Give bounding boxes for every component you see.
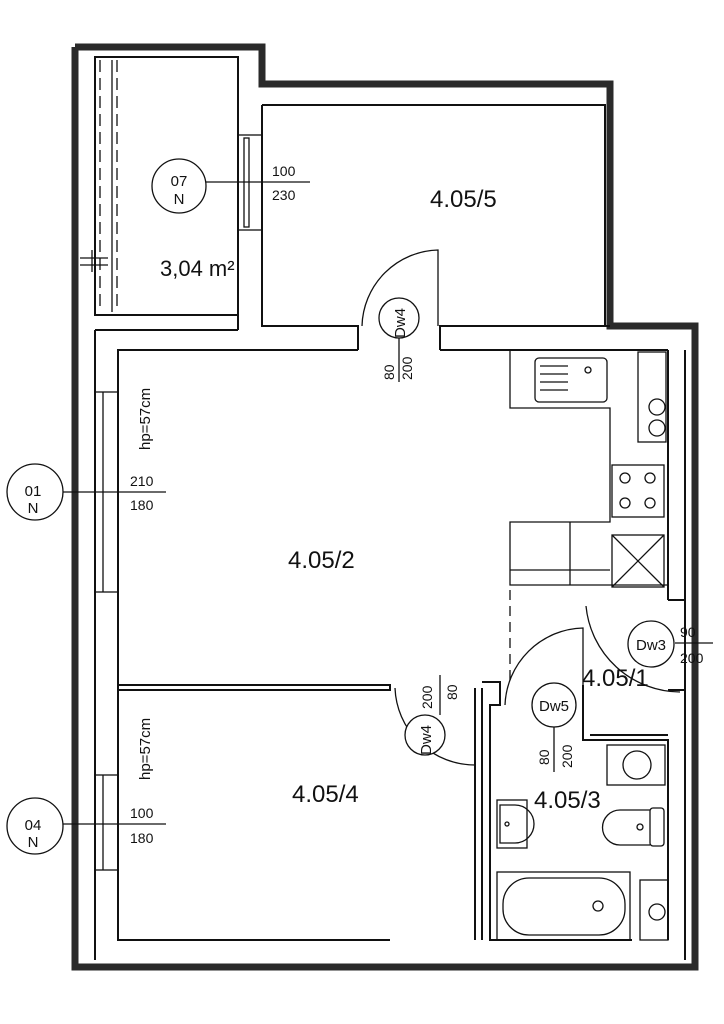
fridge-icon (611, 534, 665, 588)
washbasin-icon (496, 799, 535, 849)
svg-text:200: 200 (559, 744, 575, 768)
svg-text:210: 210 (130, 473, 154, 489)
svg-text:Dw5: Dw5 (539, 698, 569, 715)
svg-text:90: 90 (680, 624, 696, 640)
svg-text:01: 01 (25, 483, 42, 500)
svg-text:N: N (28, 834, 39, 851)
washer-icon (606, 744, 666, 786)
room-label-4-05-4: 4.05/4 (292, 781, 359, 808)
svg-text:200: 200 (399, 356, 415, 380)
svg-text:180: 180 (130, 497, 154, 513)
svg-text:80: 80 (536, 749, 552, 765)
door-tag-dw4-top: Dw4 80 200 (378, 297, 420, 382)
window-tag-01: 01 N 210 180 (6, 463, 166, 521)
toilet-icon (601, 807, 665, 847)
svg-text:80: 80 (381, 364, 397, 380)
sill-height: hp=57cm (137, 718, 154, 780)
svg-text:Dw3: Dw3 (636, 637, 666, 654)
svg-text:100: 100 (130, 805, 154, 821)
sill-height: hp=57cm (137, 388, 154, 450)
svg-text:100: 100 (272, 163, 296, 179)
kitchen-counter (509, 350, 668, 586)
svg-text:200: 200 (419, 685, 435, 709)
room-label-4-05-3: 4.05/3 (534, 787, 601, 814)
window-04 (94, 774, 119, 871)
door-swing (504, 627, 584, 706)
door-tag-dw4-bedroom: Dw4 200 80 (404, 675, 460, 756)
svg-text:04: 04 (25, 817, 42, 834)
door-swing (361, 249, 439, 327)
riser (637, 351, 667, 443)
window-tag-07: 07 N 100 230 (151, 158, 310, 214)
svg-text:80: 80 (444, 684, 460, 700)
svg-text:N: N (174, 191, 185, 208)
door-swing (585, 605, 681, 693)
room-label-4-05-5: 4.05/5 (430, 186, 497, 213)
svg-text:200: 200 (680, 650, 704, 666)
sink-icon (534, 357, 608, 403)
svg-text:Dw4: Dw4 (418, 725, 435, 755)
svg-text:230: 230 (272, 187, 296, 203)
room-label-4-05-2: 4.05/2 (288, 547, 355, 574)
svg-text:Dw4: Dw4 (392, 308, 409, 338)
balcony-area: 3,04 m² (160, 256, 235, 281)
stove-icon (611, 464, 665, 518)
room-label-4-05-1: 4.05/1 (582, 665, 649, 692)
svg-text:180: 180 (130, 830, 154, 846)
window-tag-04: 04 N 100 180 (6, 797, 166, 855)
bathtub-icon (496, 871, 631, 941)
svg-text:N: N (28, 500, 39, 517)
svg-text:07: 07 (171, 173, 188, 190)
door-tag-dw3: Dw3 90 200 (627, 620, 713, 668)
door-tag-dw5: Dw5 80 200 (531, 682, 577, 772)
